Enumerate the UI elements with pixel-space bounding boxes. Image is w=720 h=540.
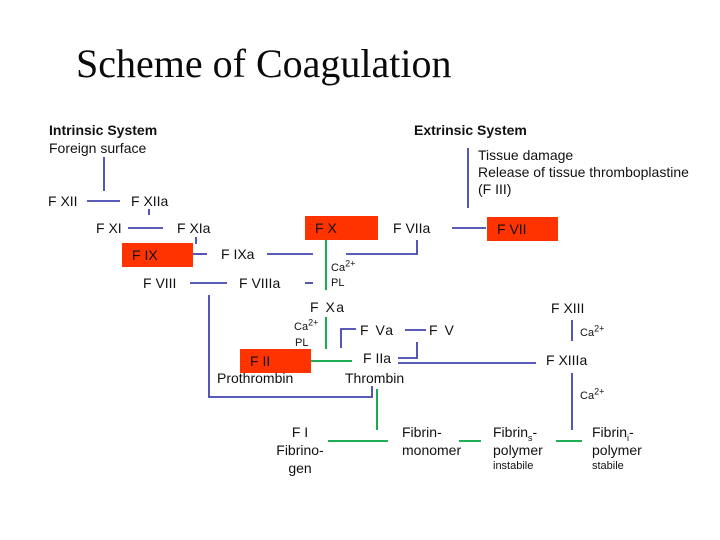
ca-sup: 2+ (308, 317, 319, 328)
label-f-va: F Va (360, 322, 395, 338)
fibrin-s-polymer-block: Fibrins- polymer instabile (493, 423, 543, 473)
f-iii-label: (F III) (478, 181, 512, 197)
thromboplastine-label: Release of tissue thromboplastine (478, 164, 689, 180)
label-f-xiia: F XIIa (131, 193, 169, 209)
dash: - (629, 424, 634, 440)
arrow-fva-to-fiia-line (340, 328, 356, 348)
label-gen: gen (288, 460, 312, 476)
label-fibrino: Fibrino- (276, 442, 324, 458)
arrow-thrombin-feedback-to-fviii (208, 295, 373, 398)
fibrin-base: Fibrin (493, 424, 529, 440)
ca-sup: 2+ (594, 323, 605, 334)
label-f-viiia: F VIIIa (239, 275, 281, 291)
arrow-fiia-to-fv (398, 342, 418, 359)
label-polymer-i: polymer (592, 442, 642, 458)
label-fibrin-s: Fibrins- (493, 423, 543, 443)
pl-label-1: PL (331, 277, 345, 289)
box-f-ii: F II (240, 349, 311, 373)
label-f-x: F X (315, 220, 337, 236)
ca-sup: 2+ (345, 258, 356, 269)
label-f-viia: F VIIa (393, 220, 431, 236)
intrinsic-system-heading: Intrinsic System (49, 122, 158, 138)
arrow-fviia-to-junction (346, 240, 418, 255)
label-fibrin-monomer-line2: monomer (402, 442, 462, 458)
ca-base: Ca (294, 321, 309, 333)
label-f-xia: F XIa (177, 220, 211, 236)
label-f-xiiia: F XIIIa (546, 352, 588, 368)
label-polymer-s: polymer (493, 442, 543, 458)
extrinsic-system-heading: Extrinsic System (414, 122, 527, 138)
box-f-x: F X (305, 216, 378, 240)
label-fibrin-monomer-line1: Fibrin- (402, 424, 442, 440)
ca-label-3: Ca2+ (580, 324, 604, 340)
ca-label-4: Ca2+ (580, 387, 604, 403)
ca-sup: 2+ (594, 386, 605, 397)
label-stabile: stabile (592, 460, 624, 472)
box-f-ix: F IX (122, 243, 193, 267)
fibrin-i-polymer-block: Fibrini- polymer stabile (592, 423, 642, 473)
ca-label-1: Ca2+ (331, 259, 355, 275)
label-thrombin: Thrombin (345, 370, 405, 386)
label-prothrombin: Prothrombin (217, 370, 294, 386)
fibrin-sub-s: s (528, 432, 533, 443)
label-f-iia: F IIa (363, 350, 392, 366)
tissue-damage-label: Tissue damage (478, 147, 574, 163)
fibrinogen-block: F I Fibrino- gen (260, 423, 340, 477)
ca-base: Ca (331, 262, 346, 274)
page-title: Scheme of Coagulation (76, 41, 452, 86)
label-f-xi: F XI (96, 220, 122, 236)
fibrin-base: Fibrin (592, 424, 628, 440)
label-f-v: F V (429, 322, 456, 338)
pl-label-2: PL (295, 337, 309, 349)
label-f-i: F I (291, 424, 309, 440)
fibrin-monomer-block: Fibrin- monomer (402, 423, 461, 459)
box-f-vii: F VII (487, 217, 558, 241)
dash: - (532, 424, 538, 440)
label-f-vii: F VII (497, 221, 527, 237)
label-fibrin-i: Fibrini- (592, 423, 642, 443)
label-f-xii: F XII (48, 193, 78, 209)
ca-base: Ca (580, 327, 595, 339)
label-instabile: instabile (493, 460, 534, 472)
ca-label-2: Ca2+ (294, 318, 318, 334)
fibrin-sub-i: i (627, 432, 630, 443)
foreign-surface-label: Foreign surface (49, 140, 147, 156)
label-f-xiii: F XIII (551, 300, 585, 316)
ca-base: Ca (580, 390, 595, 402)
label-f-ixa: F IXa (221, 246, 255, 262)
label-f-viii: F VIII (143, 275, 177, 291)
label-f-xa: F Xa (310, 299, 346, 315)
label-f-ix: F IX (132, 247, 158, 263)
label-f-ii: F II (250, 353, 271, 369)
